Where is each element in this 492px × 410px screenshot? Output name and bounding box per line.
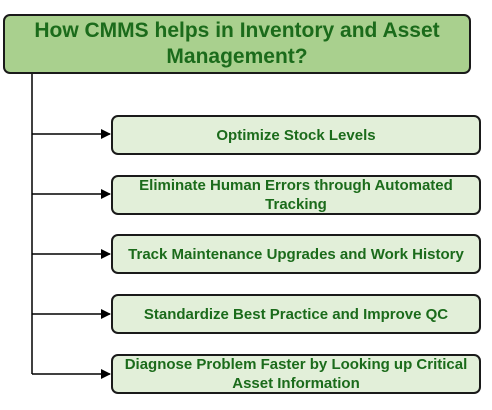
item-label: Standardize Best Practice and Improve QC (143, 305, 449, 323)
item-box-standardize-practice: Standardize Best Practice and Improve QC (111, 294, 481, 334)
item-box-eliminate-errors: Eliminate Human Errors through Automated… (111, 175, 481, 215)
item-label: Track Maintenance Upgrades and Work Hist… (128, 245, 464, 263)
title-text: How CMMS helps in Inventory and Asset Ma… (34, 19, 440, 68)
item-label: Eliminate Human Errors through Automated… (139, 177, 453, 213)
item-label: Diagnose Problem Faster by Looking up Cr… (124, 356, 468, 392)
item-box-diagnose-problem: Diagnose Problem Faster by Looking up Cr… (111, 354, 481, 394)
item-box-track-maintenance: Track Maintenance Upgrades and Work Hist… (111, 234, 481, 274)
item-box-optimize-stock: Optimize Stock Levels (111, 115, 481, 155)
item-label: Optimize Stock Levels (216, 126, 376, 144)
title-box: How CMMS helps in Inventory and Asset Ma… (3, 14, 471, 74)
